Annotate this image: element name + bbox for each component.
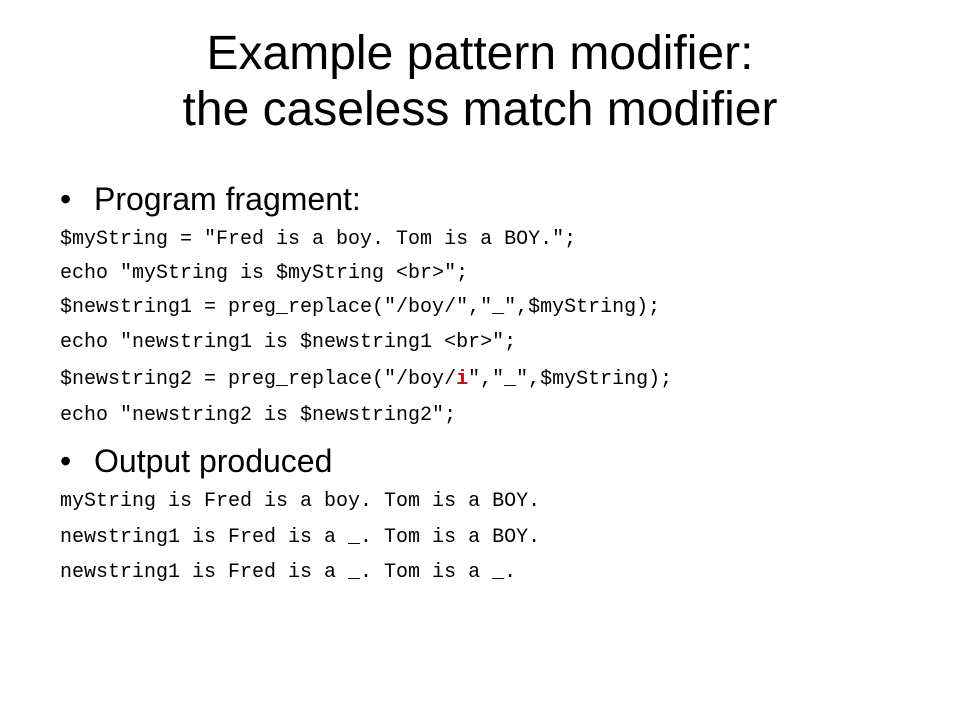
code-line-4: echo "newstring1 is $newstring1 <br>";	[60, 331, 517, 354]
program-fragment-heading: • Program fragment:	[60, 180, 361, 218]
code-line-1: $myString = "Fred is a boy. Tom is a BOY…	[60, 228, 577, 251]
output-produced-label: Output produced	[94, 443, 333, 479]
code-line-2: echo "myString is $myString <br>";	[60, 262, 469, 285]
program-fragment-label: Program fragment:	[94, 181, 361, 217]
bullet-dot-icon: •	[60, 181, 72, 217]
code-line-5: $newstring2 = preg_replace("/boy/i","_",…	[60, 368, 672, 392]
output-produced-heading: • Output produced	[60, 442, 332, 480]
output-line-2: newstring1 is Fred is a _. Tom is a BOY.	[60, 526, 541, 549]
code-line-6: echo "newstring2 is $newstring2";	[60, 404, 457, 427]
caseless-modifier-highlight: i	[456, 368, 469, 391]
output-line-1: myString is Fred is a boy. Tom is a BOY.	[60, 490, 541, 513]
slide-title: Example pattern modifier: the caseless m…	[0, 26, 960, 138]
code-line-5-suffix: ","_",$myString);	[468, 368, 673, 391]
slide-title-line-2: the caseless match modifier	[182, 83, 778, 136]
code-line-3: $newstring1 = preg_replace("/boy/","_",$…	[60, 296, 661, 319]
code-line-5-prefix: $newstring2 = preg_replace("/boy/	[60, 368, 457, 391]
bullet-dot-icon: •	[60, 443, 72, 479]
output-line-3: newstring1 is Fred is a _. Tom is a _.	[60, 561, 517, 584]
slide-title-line-1: Example pattern modifier:	[206, 27, 754, 80]
